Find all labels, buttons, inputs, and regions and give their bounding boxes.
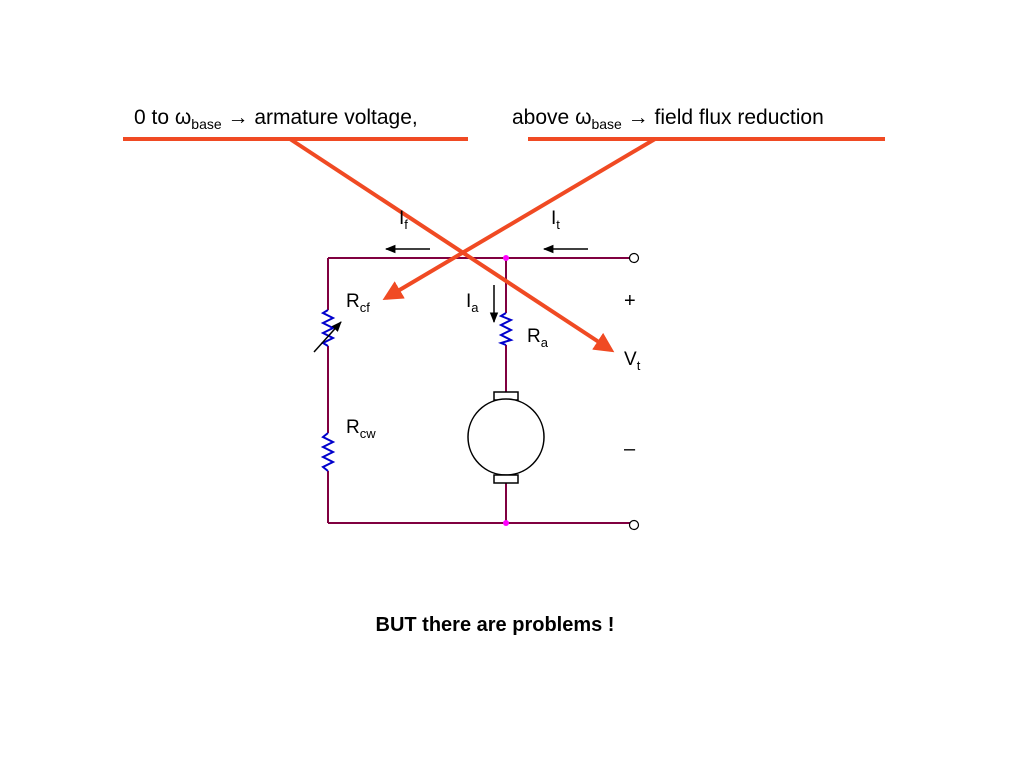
motor-armature [467,391,545,484]
ia-label: Ia [466,291,479,315]
junction-node-top [503,255,509,261]
omega-symbol: ω [575,106,592,129]
if-label: If [399,208,408,232]
terminal-bottom [628,519,640,531]
variable-resistor-arrow [313,321,342,353]
terminal-top [628,252,640,264]
footer-caption: BUT there are problems ! [375,614,615,636]
circuit-wires [327,257,630,524]
resistor-rcw [320,432,336,472]
junction-node-bottom [503,520,509,526]
resistor-ra [497,312,514,346]
resistor-rcf [313,309,342,353]
vt-label: Vt [624,349,641,373]
ra-label: Ra [527,326,548,350]
header-right-text: above ωbase → field flux reduction [512,106,824,133]
rcf-label: Rcf [346,291,370,315]
rcw-label: Rcw [346,417,376,441]
arrow-to-rcf [382,137,657,301]
plus-sign: + [624,290,636,312]
it-label: It [551,208,560,232]
minus-sign: – [624,438,636,460]
header-left-text: 0 to ωbase → armature voltage, [134,106,418,133]
highlight-annotations [123,137,885,353]
arrow-right-icon: → [627,106,649,129]
arrow-right-icon: → [227,106,249,129]
arrow-to-vt [288,137,615,353]
omega-symbol: ω [174,106,192,129]
